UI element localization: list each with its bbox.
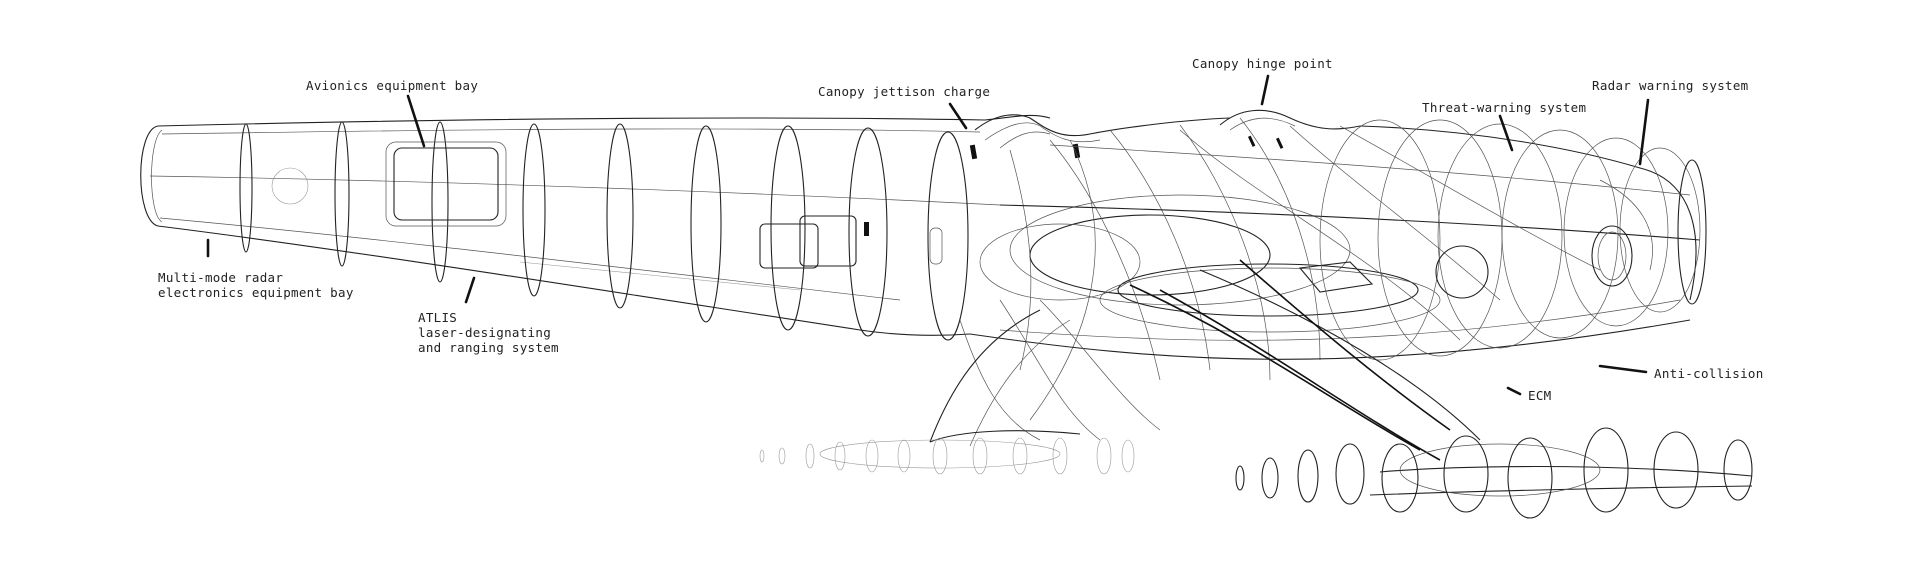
label-threat-warning-system: Threat-warning system — [1422, 100, 1586, 115]
canopy-cockpit-wireframe — [974, 109, 1441, 421]
leader-ecm — [1506, 386, 1522, 396]
leader-atlis — [464, 276, 476, 304]
label-atlis-line-2: laser-designating — [418, 325, 551, 340]
rear-fuselage-wireframe — [969, 119, 1707, 361]
label-radar-warning-system: Radar warning system — [1592, 78, 1749, 93]
leader-canopy-hinge — [1260, 74, 1270, 106]
label-avionics-equipment-bay: Avionics equipment bay — [306, 78, 478, 93]
leader-avionics — [406, 94, 426, 148]
label-atlis-line-1: ATLIS — [418, 310, 457, 325]
label-radar-bay-line-1: Multi-mode radar — [158, 270, 283, 285]
leader-radar-warning — [1638, 98, 1650, 166]
label-atlis-line-3: and ranging system — [418, 340, 559, 355]
label-canopy-jettison-charge: Canopy jettison charge — [818, 84, 990, 99]
leader-canopy-jettison — [948, 102, 968, 130]
leader-lines — [206, 74, 1650, 396]
leader-threat-warning — [1498, 114, 1514, 152]
label-radar-bay-line-2: electronics equipment bay — [158, 285, 354, 300]
lower-structure-wireframe — [759, 259, 1753, 519]
leader-anti-collision — [1598, 364, 1648, 374]
label-canopy-hinge-point: Canopy hinge point — [1192, 56, 1333, 71]
label-anti-collision: Anti-collision — [1654, 366, 1764, 381]
label-ecm: ECM — [1528, 388, 1551, 403]
forward-fuselage — [140, 114, 1081, 341]
callout-labels: Avionics equipment bay Canopy jettison c… — [158, 56, 1764, 403]
